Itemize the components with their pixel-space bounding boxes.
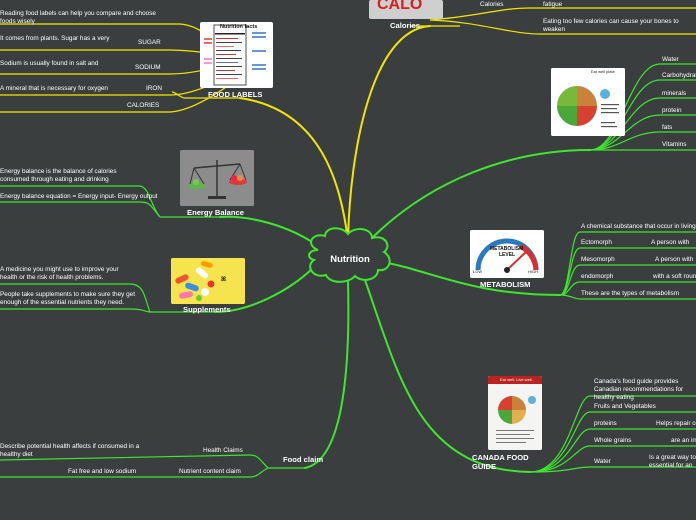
cfg-item-whole-grains-text: are an important [671,437,696,444]
nutrient-content-claim-text: Fat free and low sodium [68,468,137,475]
pills-image: ꕤ [171,258,245,304]
svg-text:ꕤ: ꕤ [221,276,226,283]
metabolism-type-ectomorph[interactable]: Ectomorph [581,239,612,246]
plate-item-protein: protein [662,107,682,114]
cfg-item-intro: Canada's food guide provides Canadian re… [594,378,684,401]
plate-item-vitamins: Vitamins [662,141,687,148]
metabolism-title[interactable]: METABOLISM [480,280,531,289]
metabolism-definition: A chemical substance that occur in livin… [581,223,696,230]
cfg-item-water[interactable]: Water [594,458,611,465]
food-guide-image: Eat well. Live well. [488,376,542,450]
metabolism-type-endomorph-text: with a soft round [653,273,696,280]
sodium-label[interactable]: SODIUM [135,64,161,71]
health-claims-text: Describe potential health affects if con… [0,443,140,458]
plate-icon [551,68,625,136]
energy-balance-item-2: Energy balance equation = Energy input- … [0,193,158,200]
nutrient-content-claim-label[interactable]: Nutrient content claim [179,468,241,475]
root-node-label[interactable]: Nutrition [330,254,370,265]
food-claim-title[interactable]: Food claim [283,455,324,464]
plate-image-heading: Eat well plate [591,69,615,74]
metabolism-summary: These are the types of metabolism [581,290,680,297]
iron-text: A mineral that is necessary for oxygen [0,85,108,92]
food-guide-icon [488,376,542,450]
gauge-line-1: METABOLISM [490,246,524,252]
sugar-label[interactable]: SUGAR [138,39,161,46]
plate-item-water: Water [662,56,679,63]
healthy-plate-image: Eat well plate [551,68,625,136]
canada-food-guide-title[interactable]: CANADA FOOD GUIDE [472,453,529,471]
supplements-title[interactable]: Supplements [183,305,231,314]
energy-balance-title[interactable]: Energy Balance [187,208,244,217]
plate-item-carbohydrates: Carbohydrates [662,72,696,79]
supplements-item-1: A medicine you might use to improve your… [0,266,119,281]
metabolism-type-mesomorph-text: A person with [655,256,694,263]
metabolism-type-endomorph[interactable]: endomorph [581,273,614,280]
metabolism-type-mesomorph[interactable]: Mesomorph [581,256,615,263]
root-cloud-shape [308,227,391,283]
supplements-item-2: People take supplements to make sure the… [0,291,135,306]
metabolism-gauge-image: METABOLISM LEVEL LOW HIGH [470,230,544,278]
metabolism-type-ectomorph-text: A person with [651,239,690,246]
sodium-text: Sodium is usually found in salt and [0,60,99,67]
gauge-low: LOW [473,269,483,274]
cfg-item-proteins-text: Helps repair cells [656,420,696,427]
calories-word: CALO [377,0,423,13]
food-labels-intro: Reading food labels can help you compare… [0,10,156,25]
cfg-item-water-text: Is a great way to essential for an [649,454,696,469]
plate-item-fats: fats [662,124,673,131]
cfg-item-whole-grains[interactable]: Whole grains [594,437,632,444]
health-claims-label[interactable]: Health Claims [203,447,243,454]
gauge-line-2: LEVEL [499,252,516,258]
pills-icon: ꕤ [171,258,245,304]
plate-item-minerals: minerals [662,90,687,97]
gauge-high: HIGH [528,269,538,274]
nutrition-label-image: Nutrition facts [200,22,273,88]
calories-item-bones: Eating too few calories can cause your b… [543,18,679,33]
food-labels-title[interactable]: FOOD LABELS [208,90,263,99]
energy-balance-item-1: Energy balance is the balance of calorie… [0,168,117,183]
cfg-item-fruits-vegetables[interactable]: Fruits and Vegetables [594,403,656,410]
scale-image [180,150,254,206]
gauge-icon [470,230,544,278]
calories-item-fatigue: fatigue [543,1,563,8]
scale-icon [180,150,254,206]
iron-label[interactable]: IRON [146,85,162,92]
calories-image: CALO [369,0,443,19]
calories-label[interactable]: CALORIES [127,102,160,109]
nutrition-facts-icon [204,24,266,86]
sugar-text: It comes from plants. Sugar has a very [0,35,110,42]
cfg-item-proteins[interactable]: proteins [594,420,617,427]
nutrition-facts-heading: Nutrition facts [220,24,258,30]
food-guide-heading: Eat well. Live well. [500,377,533,382]
calories-title[interactable]: Calories [390,21,420,30]
calories-node[interactable]: Calories [480,1,504,8]
